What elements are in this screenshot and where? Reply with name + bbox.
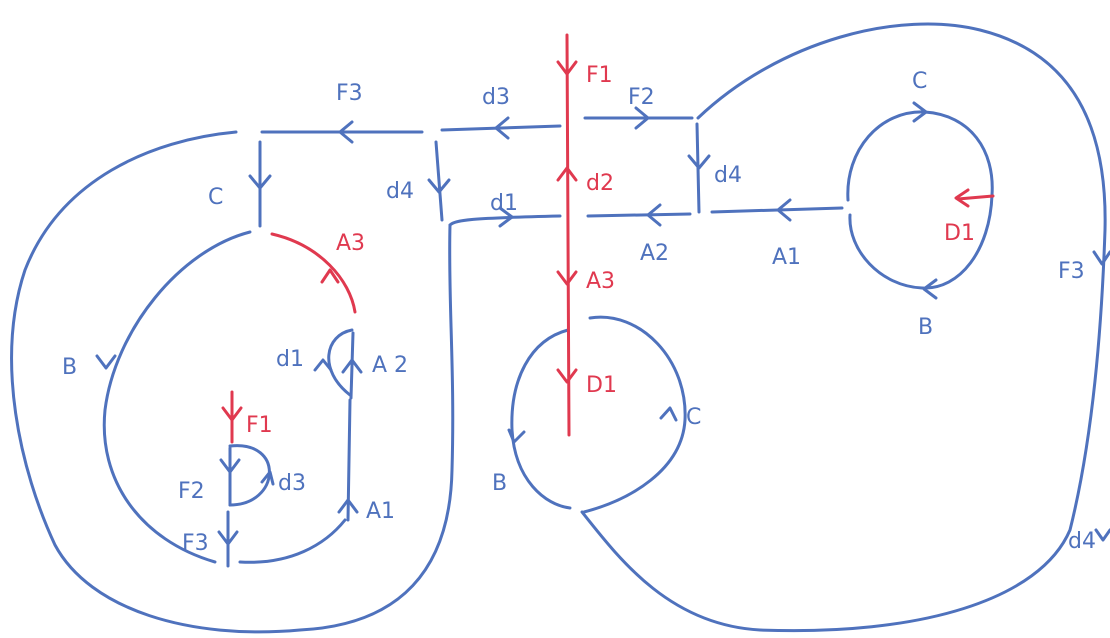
arrow-outer-d4 <box>1094 528 1110 542</box>
arrow-left-f3 <box>217 530 239 546</box>
label-left-a1: A1 <box>366 499 395 524</box>
red-edge-right-d1 <box>956 194 995 201</box>
arrow-mid-a2 <box>646 203 662 227</box>
label-top-d4: d4 <box>714 163 742 188</box>
arrow-d4-left <box>427 178 451 194</box>
edge-d4-left <box>434 140 444 222</box>
edge-mid-a2 <box>586 212 692 218</box>
right-loop <box>846 110 994 290</box>
label-mid-a3: A3 <box>586 269 615 294</box>
left-inner-loop <box>102 230 252 564</box>
label-center-b: B <box>492 471 507 496</box>
label-mid-a2: A2 <box>640 241 669 266</box>
label-mid-d2: d2 <box>586 171 614 196</box>
arrow-red-d1 <box>556 368 578 384</box>
label-left-f1: F1 <box>246 413 273 438</box>
left-bottom-curve <box>238 518 347 564</box>
arrow-left-a2 <box>341 358 363 374</box>
left-semicircle-d1 <box>327 328 354 397</box>
arrow-mid-d1 <box>498 206 514 228</box>
arrow-right-loop-bottom <box>922 278 938 300</box>
label-bottom-d4: d4 <box>1068 529 1096 554</box>
label-center-d1: D1 <box>586 373 617 398</box>
label-top-f1: F1 <box>586 63 613 88</box>
label-right-b: B <box>918 315 933 340</box>
label-left-a3: A3 <box>336 231 365 256</box>
arrow-center-c <box>659 406 678 422</box>
arrow-center-b <box>507 428 526 444</box>
center-loop-right <box>582 315 687 514</box>
arrow-left-f2 <box>219 458 241 474</box>
arrow-top-f3 <box>338 120 354 144</box>
arrow-red-d2 <box>556 166 578 182</box>
edge-top-d3 <box>440 124 562 132</box>
arrow-left-c <box>248 174 272 190</box>
label-mid-a1: A1 <box>772 245 801 270</box>
label-left-d3: d3 <box>278 471 306 496</box>
left-semicircle-d3 <box>228 444 271 507</box>
outer-left-loop <box>10 130 455 634</box>
arrow-d4-right <box>687 154 711 170</box>
label-outer-f3: F3 <box>1058 259 1085 284</box>
label-left-c: C <box>208 185 223 210</box>
center-loop <box>510 328 572 510</box>
arrow-right-loop-top <box>912 101 928 123</box>
arrow-red-right-d1 <box>954 188 970 208</box>
label-left-f3: F3 <box>182 531 209 556</box>
arrow-left-b <box>95 354 117 370</box>
arrow-left-a1 <box>337 498 359 514</box>
arrow-red-left-f1 <box>221 406 243 422</box>
label-left-a2: A 2 <box>372 353 408 378</box>
arrow-red-a3 <box>556 270 578 286</box>
arrow-top-f2 <box>634 106 650 130</box>
label-left-d1: d1 <box>276 347 304 372</box>
label-top-c-right: C <box>912 69 927 94</box>
label-top-f3: F3 <box>336 81 363 106</box>
arrow-left-d3 <box>260 470 275 486</box>
label-center-c: C <box>686 405 701 430</box>
outer-right-loop <box>580 22 1107 633</box>
edge-left-a2 <box>349 331 355 400</box>
arrow-left-d1 <box>313 358 333 372</box>
label-mid-d1: d1 <box>490 191 518 216</box>
red-arc-a3 <box>270 232 357 314</box>
label-top-f2: F2 <box>628 85 655 110</box>
arrow-outer-f3 <box>1092 250 1110 266</box>
label-top-d3: d3 <box>482 85 510 110</box>
arrow-red-arc-a3 <box>320 268 340 284</box>
red-spine <box>565 33 571 437</box>
arrow-mid-a1 <box>776 198 792 222</box>
arrow-red-f1 <box>556 60 578 76</box>
edge-mid-d1 <box>448 214 562 227</box>
label-left-f2: F2 <box>178 479 205 504</box>
arrow-top-d3 <box>494 116 510 140</box>
label-mid-d4: d4 <box>386 179 414 204</box>
label-right-d1: D1 <box>944 221 975 246</box>
label-left-b: B <box>62 355 77 380</box>
